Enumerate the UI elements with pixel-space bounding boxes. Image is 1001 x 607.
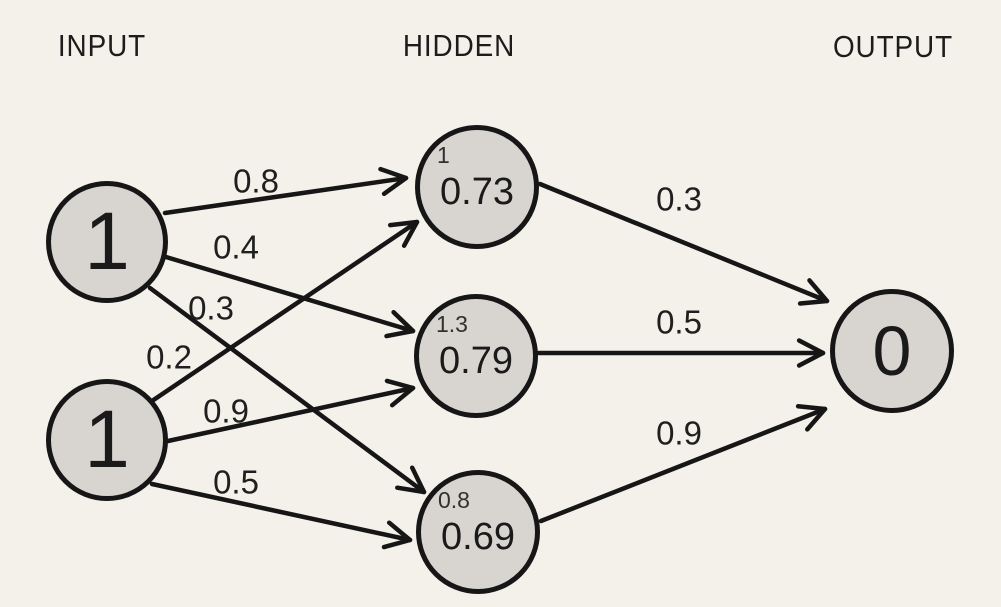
weight-input1-hidden1: 0.8 [233, 162, 279, 200]
hidden-node-3-net-input: 0.8 [438, 487, 470, 513]
edge-input1-hidden3 [147, 285, 427, 495]
edge-input2-hidden3 [149, 481, 413, 543]
edge-input2-hidden1-arrowhead [387, 219, 420, 248]
hidden-node-2-activation: 0.79 [439, 340, 513, 382]
hidden-node-1-net-input: 1 [437, 142, 450, 168]
weight-input2-hidden1: 0.2 [146, 338, 192, 376]
edge-input2-hidden1 [149, 219, 420, 404]
weight-input1-hidden2: 0.4 [213, 228, 259, 266]
edge-input1-hidden1-arrowhead [378, 166, 409, 197]
edge-input1-hidden2 [163, 254, 416, 334]
output-layer-label: OUTPUT [832, 29, 954, 64]
edge-input1-hidden3-arrowhead [395, 465, 427, 495]
edge-input2-hidden2 [165, 385, 416, 444]
input-node-1-value: 1 [84, 196, 130, 287]
input-node-2: 1 [46, 379, 168, 501]
weight-hidden1-output: 0.3 [656, 180, 702, 218]
hidden-node-3-activation: 0.69 [441, 516, 515, 558]
weight-input2-hidden2: 0.9 [203, 392, 249, 430]
hidden-node-1-activation: 0.73 [440, 171, 514, 213]
input-node-1: 1 [46, 181, 168, 303]
output-node-1-value: 0 [872, 312, 912, 390]
edge-hidden3-output-arrowhead [795, 403, 828, 432]
hidden-node-2-net-input: 1.3 [436, 311, 468, 337]
weight-input1-hidden3: 0.3 [188, 289, 234, 327]
hidden-layer-label: HIDDEN [402, 28, 516, 63]
edge-input2-hidden3-arrowhead [381, 520, 413, 550]
edge-hidden1-output [537, 181, 830, 304]
weight-hidden3-output: 0.9 [656, 414, 702, 452]
input-node-2-value: 1 [84, 394, 130, 485]
edge-hidden3-output [538, 406, 828, 524]
input-layer-label: INPUT [57, 28, 147, 63]
hidden-node-2: 1.3 0.79 [414, 294, 538, 418]
edge-hidden2-output-arrowhead [796, 338, 826, 368]
hidden-node-3: 0.8 0.69 [416, 470, 540, 594]
edge-hidden1-output-arrowhead [797, 278, 830, 306]
edge-input2-hidden2-arrowhead [384, 378, 416, 408]
weight-hidden2-output: 0.5 [656, 303, 702, 341]
weight-input2-hidden3: 0.5 [213, 463, 259, 501]
edge-input1-hidden2-arrowhead [384, 309, 416, 339]
edge-input1-hidden1 [162, 175, 409, 216]
hidden-node-1: 1 0.73 [415, 125, 539, 249]
output-node-1: 0 [830, 289, 954, 413]
